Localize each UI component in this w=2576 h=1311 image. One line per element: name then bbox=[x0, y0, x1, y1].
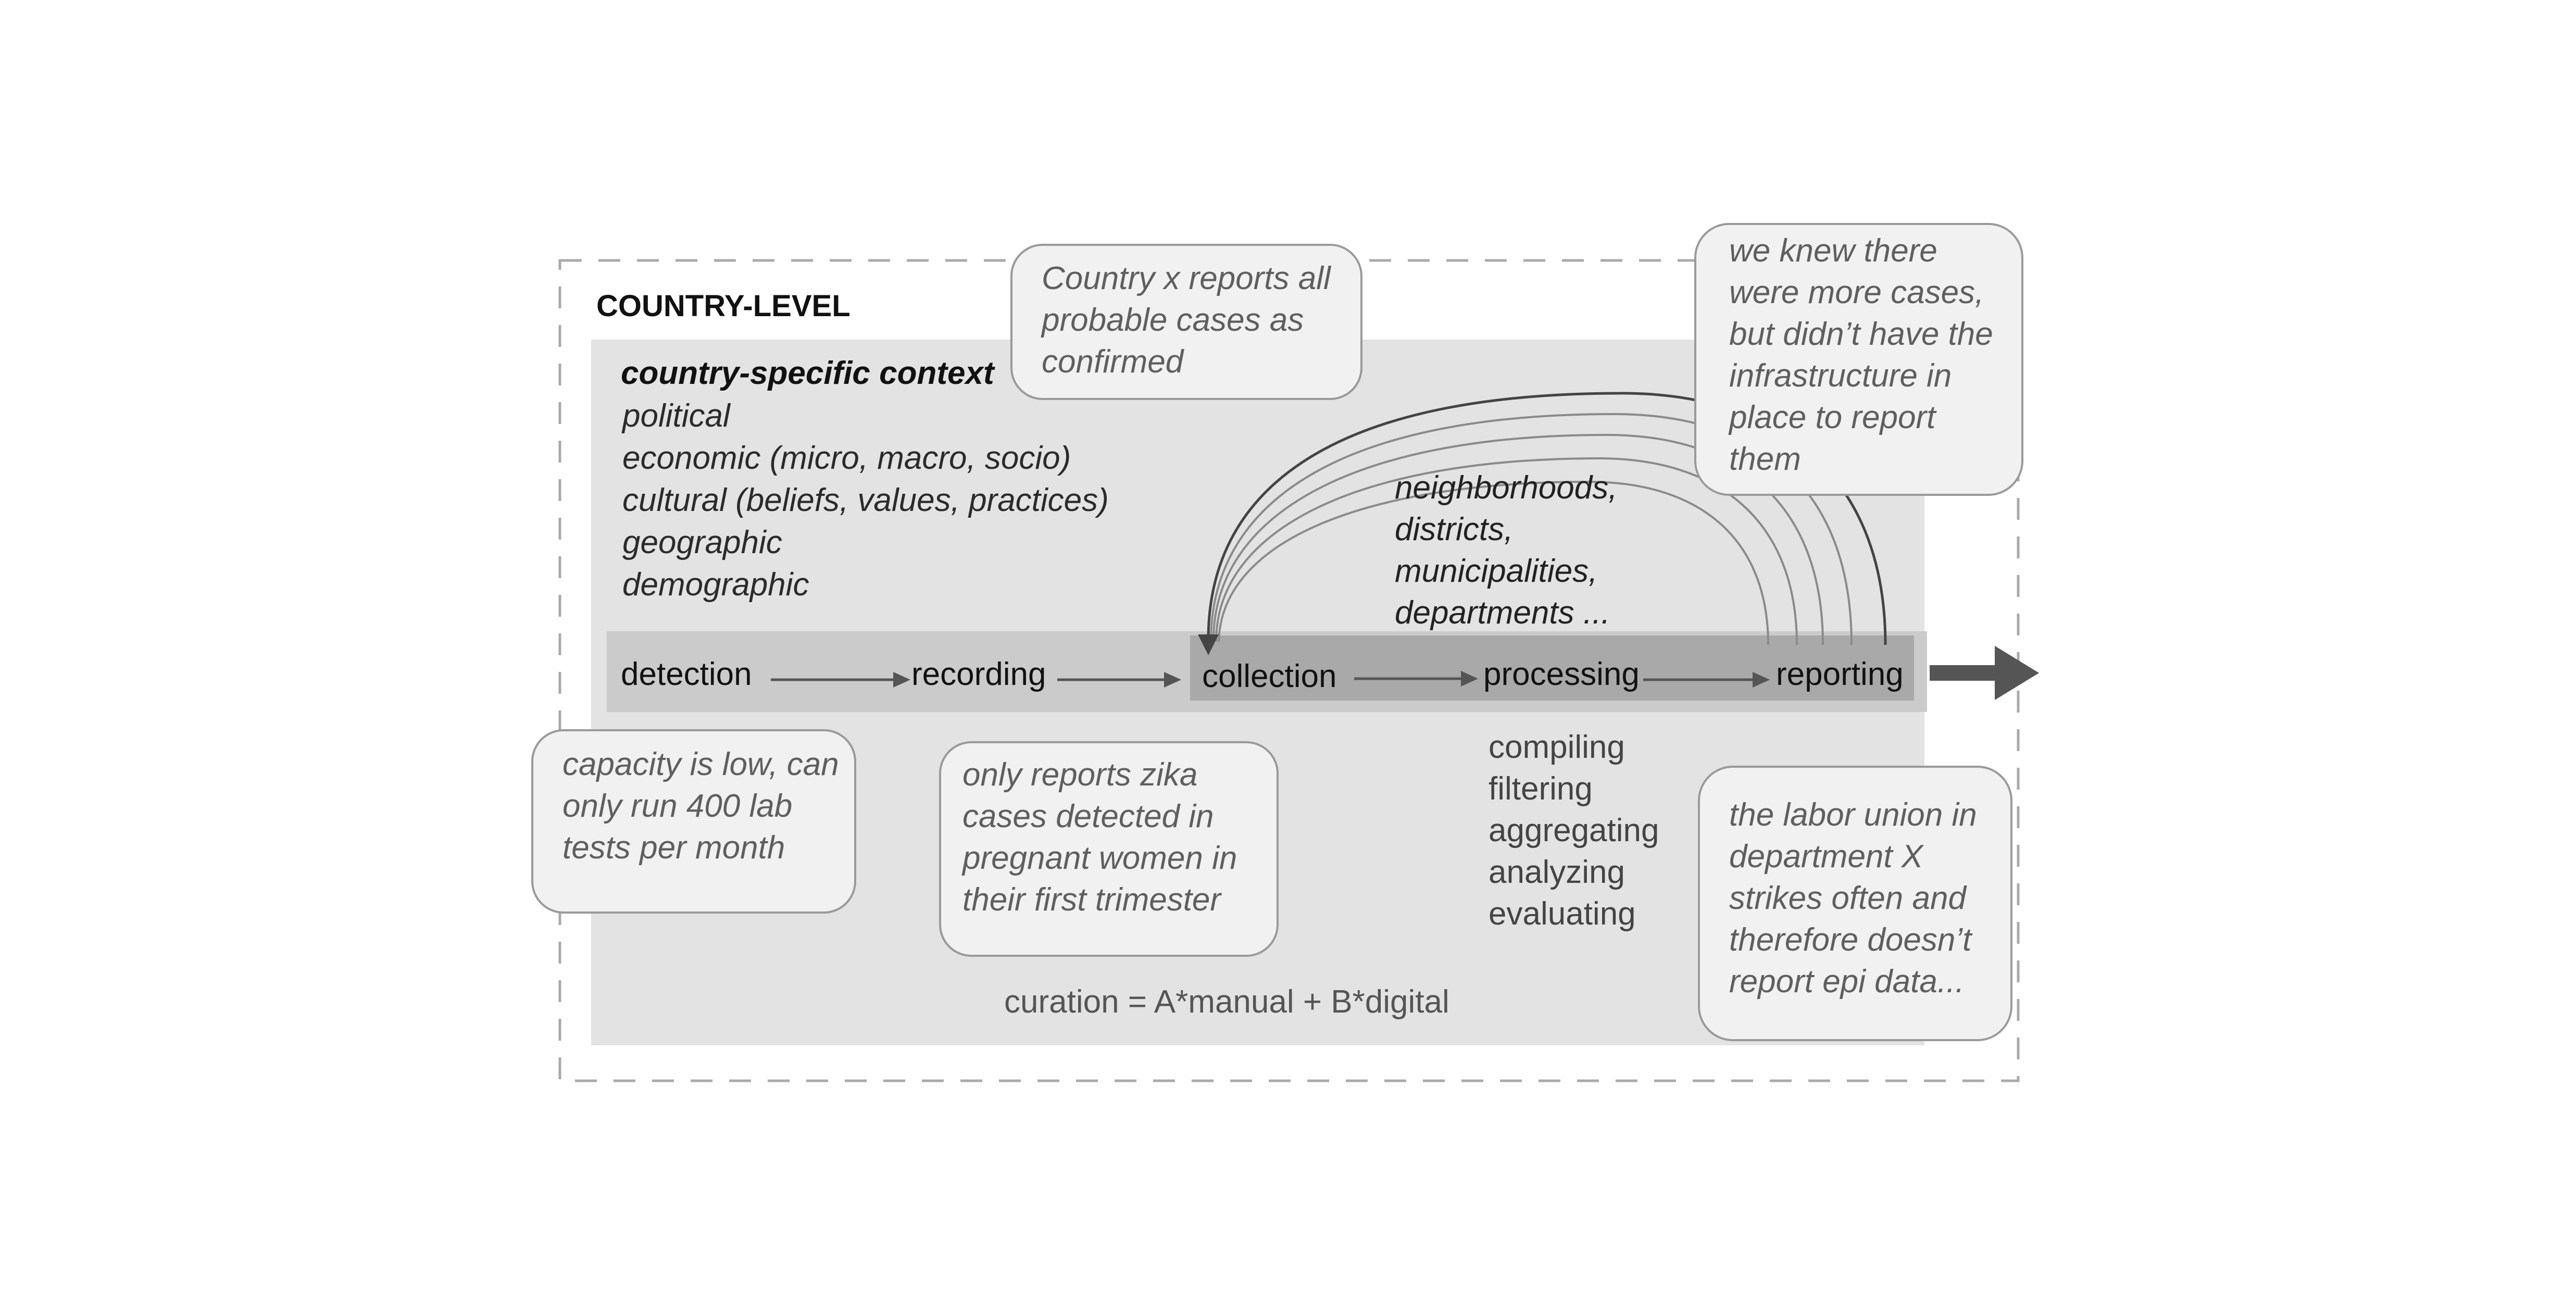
note-capacity-line-3: tests per month bbox=[562, 830, 785, 866]
note-labor-union-line-3: strikes often and bbox=[1729, 880, 1966, 916]
note-infrastructure-line-5: place to report bbox=[1729, 399, 1936, 435]
output-arrow-head bbox=[1995, 646, 2039, 700]
note-capacity-line-1: capacity is low, can bbox=[562, 746, 839, 782]
step-recording: recording bbox=[911, 656, 1046, 692]
pipeline-highlight bbox=[1190, 635, 1914, 701]
context-heading: country-specific context bbox=[621, 355, 994, 391]
step-detection: detection bbox=[621, 656, 752, 692]
note-bubble-labor-union bbox=[1698, 766, 2012, 1041]
output-arrow-shaft bbox=[1930, 665, 1997, 681]
note-zika-line-2: cases detected in bbox=[962, 798, 1214, 834]
note-bubble-infrastructure bbox=[1694, 223, 2023, 496]
feedback-arc-5 bbox=[1207, 392, 1887, 645]
subdivision-districts: districts, bbox=[1395, 511, 1514, 547]
context-item-cultural: cultural (beliefs, values, practices) bbox=[622, 482, 1109, 518]
task-compiling: compiling bbox=[1489, 729, 1625, 765]
note-capacity-line-2: only run 400 lab bbox=[562, 788, 793, 824]
curation-formula: curation = A*manual + B*digital bbox=[1004, 984, 1449, 1020]
feedback-arc-1 bbox=[1218, 480, 1769, 645]
feedback-arrowhead bbox=[1198, 634, 1219, 655]
subdivision-neighborhoods: neighborhoods, bbox=[1395, 470, 1618, 506]
note-infrastructure-line-3: but didn’t have the bbox=[1729, 316, 1993, 352]
context-item-economic: economic (micro, macro, socio) bbox=[622, 440, 1071, 476]
task-evaluating: evaluating bbox=[1489, 896, 1636, 932]
task-analyzing: analyzing bbox=[1489, 854, 1625, 890]
feedback-arc-4 bbox=[1210, 413, 1853, 645]
arrowhead-recording-collection bbox=[1164, 672, 1181, 688]
context-item-political: political bbox=[622, 398, 730, 434]
note-labor-union-line-1: the labor union in bbox=[1729, 797, 1977, 833]
note-bubble-zika bbox=[939, 741, 1279, 957]
country-level-title: COUNTRY-LEVEL bbox=[596, 289, 851, 323]
feedback-arc-3 bbox=[1212, 433, 1824, 645]
subdivision-departments: departments ... bbox=[1395, 595, 1610, 631]
feedback-arc-2 bbox=[1215, 457, 1798, 645]
note-infrastructure-line-1: we knew there bbox=[1729, 233, 1937, 269]
note-zika-line-3: pregnant women in bbox=[962, 840, 1237, 876]
step-processing: processing bbox=[1483, 656, 1640, 692]
note-probable-cases-line-2: probable cases as bbox=[1042, 302, 1304, 338]
context-item-geographic: geographic bbox=[622, 525, 782, 560]
subdivision-municipalities: municipalities, bbox=[1395, 553, 1598, 589]
note-bubble-probable-cases bbox=[1010, 244, 1362, 400]
step-collection: collection bbox=[1202, 658, 1337, 694]
task-aggregating: aggregating bbox=[1489, 813, 1659, 848]
task-filtering: filtering bbox=[1489, 771, 1593, 807]
note-probable-cases-line-1: Country x reports all bbox=[1042, 260, 1331, 296]
context-item-demographic: demographic bbox=[622, 567, 809, 603]
note-bubble-capacity bbox=[531, 729, 856, 914]
note-zika-line-1: only reports zika bbox=[962, 757, 1198, 793]
note-zika-line-4: their first trimester bbox=[962, 882, 1221, 918]
step-reporting: reporting bbox=[1776, 656, 1904, 692]
arrowhead-detection-recording bbox=[893, 672, 910, 688]
arrowhead-collection-processing bbox=[1461, 671, 1478, 686]
note-infrastructure-line-2: were more cases, bbox=[1729, 274, 1984, 310]
note-labor-union-line-2: department X bbox=[1729, 839, 1923, 875]
note-infrastructure-line-4: infrastructure in bbox=[1729, 358, 1952, 394]
note-labor-union-line-4: therefore doesn’t bbox=[1729, 922, 1972, 958]
note-labor-union-line-5: report epi data... bbox=[1729, 964, 1965, 1000]
note-infrastructure-line-6: them bbox=[1729, 441, 1801, 477]
note-probable-cases-line-3: confirmed bbox=[1042, 344, 1184, 380]
arrowhead-processing-reporting bbox=[1753, 672, 1770, 688]
